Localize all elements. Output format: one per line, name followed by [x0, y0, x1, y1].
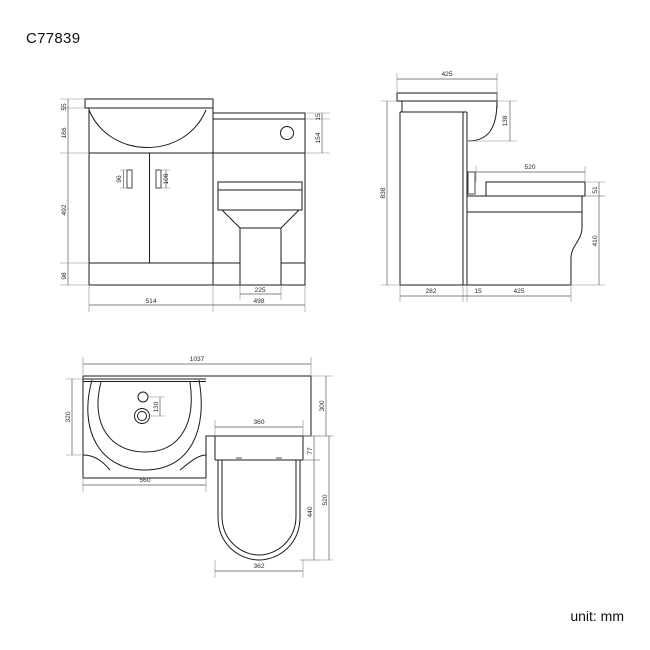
dim-wc-unit-width: 498 — [253, 298, 264, 305]
dim-plan-basin-width: 560 — [139, 477, 150, 484]
dim-plan-seat-front-offset: 77 — [307, 447, 314, 455]
dim-side-top-depth: 425 — [441, 71, 452, 78]
page-title: C77839 — [26, 30, 81, 47]
plan-view-geometry — [82, 375, 312, 561]
dim-vanity-width: 514 — [145, 298, 156, 305]
unit-note: unit: mm — [570, 608, 624, 624]
dim-side-seat-thickness: 51 — [592, 186, 599, 194]
dim-plan-basin-depth: 320 — [65, 411, 72, 422]
door-handle-right — [155, 169, 170, 189]
dim-plan-pan-width: 362 — [253, 563, 264, 570]
plan-view-dimensions: 1037 320 300 130 360 560 77 — [65, 356, 333, 578]
front-elevation-geometry — [84, 98, 306, 286]
door-handle-left — [120, 169, 133, 189]
dim-front-right-counter: 15 — [315, 113, 322, 121]
dim-side-seat-depth: 520 — [524, 164, 535, 171]
dim-handle-right: 108 — [163, 173, 170, 184]
dim-side-cabinet-depth: 282 — [425, 288, 436, 295]
dim-plan-tap-hole-spacing: 130 — [153, 401, 160, 412]
dim-toilet-pan-width: 225 — [254, 287, 265, 294]
side-elevation-dimensions: 425 138 838 520 51 410 — [380, 71, 605, 302]
dim-plan-pan-length: 440 — [307, 506, 314, 517]
dim-plan-unit-depth: 300 — [319, 400, 326, 411]
dim-side-gap: 15 — [474, 288, 482, 295]
dim-plan-overall-width: 1037 — [190, 356, 205, 363]
dim-front-door-height: 492 — [61, 204, 68, 215]
flush-button-icon — [280, 126, 294, 140]
waste-hole-icon — [134, 408, 150, 424]
dim-front-plinth-height: 98 — [61, 272, 68, 280]
dim-side-wc-depth: 425 — [513, 288, 524, 295]
dim-front-cistern-height: 154 — [315, 132, 322, 143]
dim-side-pan-height: 410 — [592, 235, 599, 246]
dim-side-overall-height: 838 — [380, 187, 387, 198]
dim-plan-total-length: 520 — [322, 494, 329, 505]
dim-handle-left: 96 — [116, 175, 123, 183]
dim-front-top-counter: 55 — [61, 103, 68, 111]
tap-hole-icon — [137, 391, 149, 403]
dim-front-basin-height: 186 — [61, 127, 68, 138]
front-elevation-dimensions: 55 186 492 98 15 154 96 108 225 514 498 — [60, 98, 330, 312]
dim-side-basin-drop: 138 — [502, 115, 509, 126]
dim-plan-cistern-width: 360 — [253, 419, 264, 426]
